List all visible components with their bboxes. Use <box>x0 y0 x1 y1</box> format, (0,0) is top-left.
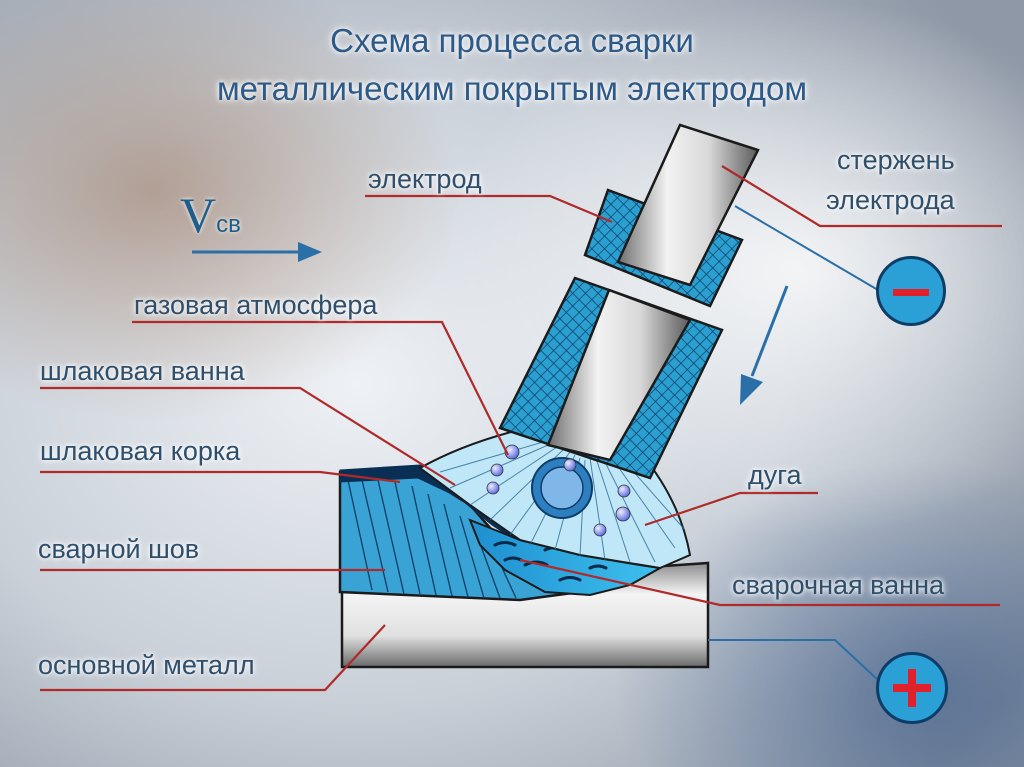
electrode-feed-arrow <box>740 285 789 405</box>
label-weld-seam: сварной шов <box>38 534 200 564</box>
plus-icon <box>879 655 945 721</box>
label-electrode: электрод <box>368 164 482 194</box>
positive-terminal <box>876 652 948 724</box>
label-slag-crust: шлаковая корка <box>40 436 241 466</box>
label-base-metal: основной металл <box>38 650 255 680</box>
title-line-1: Схема процесса сварки <box>330 22 694 59</box>
electrode-lower <box>498 276 724 480</box>
label-electrode-rod: стержень электрода <box>826 145 955 215</box>
label-gas-atmosphere: газовая атмосфера <box>134 290 378 320</box>
title-line-2: металлическим покрытым электродом <box>216 70 808 107</box>
label-weld-pool: сварочная ванна <box>732 570 945 600</box>
velocity-subscript: св <box>216 211 241 238</box>
velocity-symbol: V <box>180 187 217 243</box>
label-slag-bath: шлаковая ванна <box>40 356 245 386</box>
minus-icon <box>893 289 929 296</box>
leader-lines <box>40 165 1002 692</box>
electrode-upper <box>583 123 760 308</box>
polarity-wires <box>708 205 879 681</box>
velocity-arrow <box>192 242 322 262</box>
negative-terminal <box>876 256 946 326</box>
velocity-label: Vсв <box>180 186 241 244</box>
label-arc: дуга <box>748 460 802 490</box>
